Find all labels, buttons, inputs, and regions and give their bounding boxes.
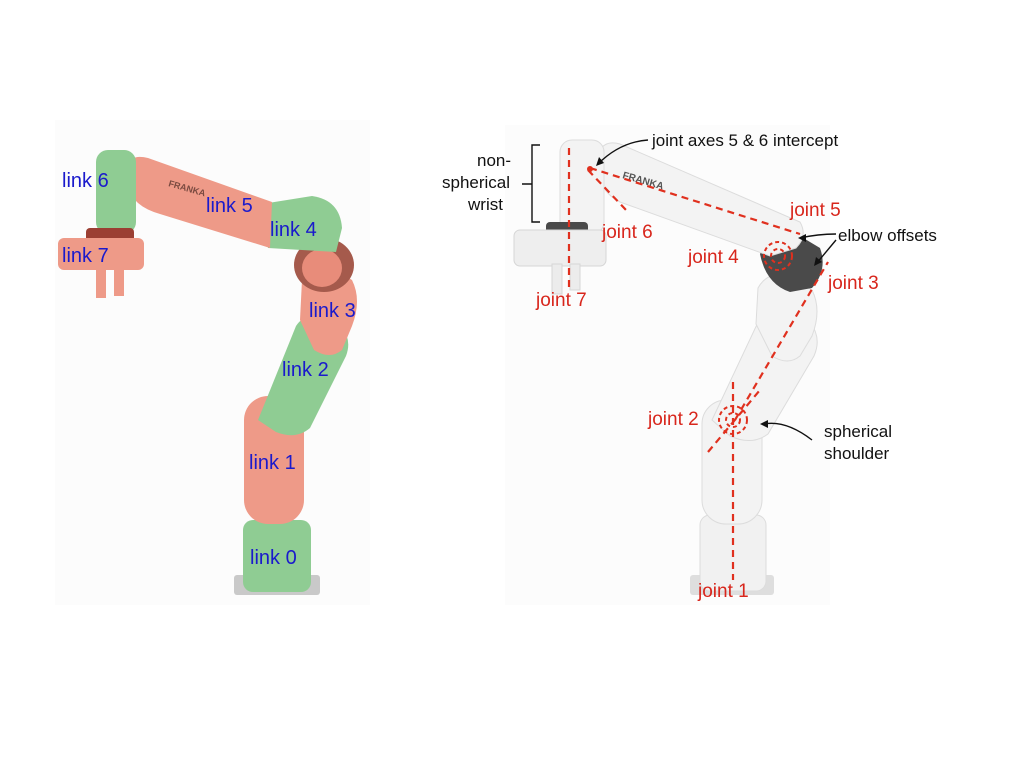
label-link-4: link 4 (270, 219, 317, 241)
label-link-5: link 5 (206, 195, 253, 217)
link-7-shape (58, 238, 144, 270)
joint-5-axis (589, 166, 801, 236)
link-5-shape (128, 156, 272, 248)
label-link-2: link 2 (282, 359, 329, 381)
wrist-bracket (522, 144, 540, 223)
label-joint-3: joint 3 (827, 273, 879, 294)
link-7-finger-right (114, 268, 124, 296)
intercept-pointer-head (596, 157, 604, 166)
annotation-shoulder-line-2: shoulder (824, 444, 890, 463)
arm-link-6 (559, 139, 605, 235)
arm-gripper (513, 229, 607, 267)
elbow-pointer-lower-head (814, 257, 822, 266)
label-link-0: link 0 (250, 547, 297, 569)
annotation-wrist-line-3: wrist (467, 195, 503, 214)
arm-finger-left (551, 263, 563, 295)
label-link-6: link 6 (62, 170, 109, 192)
link-4-elbow-face (302, 249, 342, 287)
annotation-wrist-line-1: non- (477, 151, 511, 170)
elbow-pointer-upper-head (798, 234, 806, 242)
joint-3-axis (734, 261, 829, 421)
annotation-wrist-line-2: spherical (442, 173, 510, 192)
label-link-1: link 1 (249, 452, 296, 474)
joint-4-ring-inner (770, 248, 786, 264)
link-0-shape (243, 520, 311, 592)
link-4-shape (262, 196, 342, 252)
left-panel-colored-links: FRANKA link 6 link 5 link 4 link 7 link … (55, 120, 370, 605)
label-joint-6: joint 6 (601, 222, 653, 243)
label-link-7: link 7 (62, 245, 109, 267)
label-joint-5: joint 5 (789, 200, 841, 221)
annotation-elbow: elbow offsets (838, 226, 937, 245)
label-joint-7: joint 7 (535, 290, 587, 311)
annotation-intercept: joint axes 5 & 6 intercept (651, 131, 838, 150)
joint-2-axis (707, 389, 761, 453)
joint-2-ring-inner (725, 412, 741, 428)
joint-6-axis (587, 169, 627, 211)
annotation-shoulder-line-1: spherical (824, 422, 892, 441)
label-joint-4: joint 4 (687, 247, 739, 268)
joint-5-6-intercept-dot (587, 166, 593, 172)
label-joint-1: joint 1 (697, 581, 749, 602)
joint-4-ring-outer (763, 241, 793, 271)
right-panel-joint-axes: FRANKA joint axes 5 & 6 intercept non (442, 125, 937, 605)
arm-finger-right (569, 263, 581, 291)
link-6-shape (96, 150, 136, 234)
joint-2-ring-outer (718, 405, 748, 435)
shoulder-pointer-head (760, 420, 768, 428)
link-7-finger-left (96, 268, 106, 298)
label-joint-2: joint 2 (647, 409, 699, 430)
label-link-3: link 3 (309, 300, 356, 322)
